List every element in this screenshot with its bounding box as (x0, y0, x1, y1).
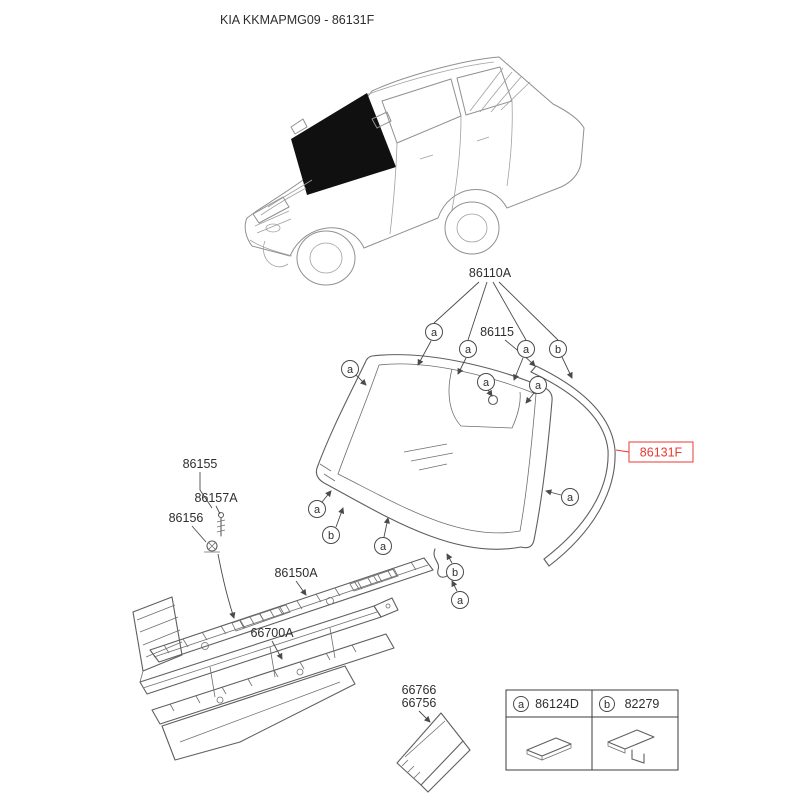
callout-b: b (322, 526, 340, 544)
part-label-86115[interactable]: 86115 (480, 325, 514, 339)
callout-a: a (477, 373, 495, 391)
callout-a: a (561, 488, 579, 506)
callout-letter: b (452, 567, 458, 579)
callout-letter: b (555, 344, 561, 356)
callout-letter: a (483, 377, 490, 389)
part-label-66756[interactable]: 66756 (402, 696, 437, 710)
legend-part-82279[interactable]: 82279 (625, 697, 660, 711)
legend-icon-clip (607, 729, 655, 764)
legend-icon-pad (526, 737, 572, 761)
cowl-top-cover-drawing (149, 557, 434, 663)
callout-a: a (374, 537, 392, 555)
callout-letter: a (457, 595, 464, 607)
moulding-drawing (530, 365, 616, 567)
part-label-66700a[interactable]: 66700A (250, 626, 294, 640)
callout-letter: b (328, 530, 334, 542)
callout-a: a (308, 500, 326, 518)
car-windshield-shaded (291, 93, 396, 195)
part-label-86150a[interactable]: 86150A (274, 566, 318, 580)
legend-part-86124d[interactable]: 86124D (535, 697, 579, 711)
part-label-86155[interactable]: 86155 (183, 457, 218, 471)
callout-letter: a (431, 327, 438, 339)
callout-letter: a (567, 492, 574, 504)
car-illustration (244, 56, 585, 286)
legend-key-b-circle (599, 696, 615, 712)
callout-letter: a (347, 364, 354, 376)
callout-a: a (341, 360, 359, 378)
highlighted-part-label-86131f[interactable]: 86131F (628, 441, 694, 463)
callout-b: b (446, 563, 464, 581)
callout-a: a (459, 340, 477, 358)
callout-letter: a (314, 504, 321, 516)
legend-key-b: b (604, 699, 610, 711)
bracket-drawing (396, 712, 471, 793)
callout-a: a (451, 591, 469, 609)
part-label-86157a[interactable]: 86157A (194, 491, 238, 505)
callout-a: a (517, 340, 535, 358)
callout-b: b (549, 340, 567, 358)
sensor-cord (433, 548, 450, 578)
cowl-panel-assembly-drawing (132, 596, 399, 761)
part-label-86110a[interactable]: 86110A (469, 266, 512, 280)
legend-table: a 86124D b 82279 (505, 689, 679, 771)
callout-letter: a (465, 344, 472, 356)
legend-key-a-circle (513, 696, 529, 712)
clip-drawings (204, 511, 226, 553)
callout-letter: a (535, 380, 542, 392)
part-label-86131f[interactable]: 86131F (640, 446, 683, 460)
callout-a: a (425, 323, 443, 341)
mirror-mount-circle (487, 394, 499, 406)
highlight-box (628, 441, 694, 463)
callout-letter: a (380, 541, 387, 553)
part-label-66766[interactable]: 66766 (402, 683, 437, 697)
leader-lines (191, 281, 630, 723)
callout-a: a (529, 376, 547, 394)
part-label-86156[interactable]: 86156 (169, 511, 204, 525)
legend-key-a: a (518, 699, 525, 711)
windshield-glass-drawing (315, 354, 553, 578)
diagram-title: KIA KKMAPMG09 - 86131F (220, 13, 375, 27)
callout-letter: a (523, 344, 530, 356)
